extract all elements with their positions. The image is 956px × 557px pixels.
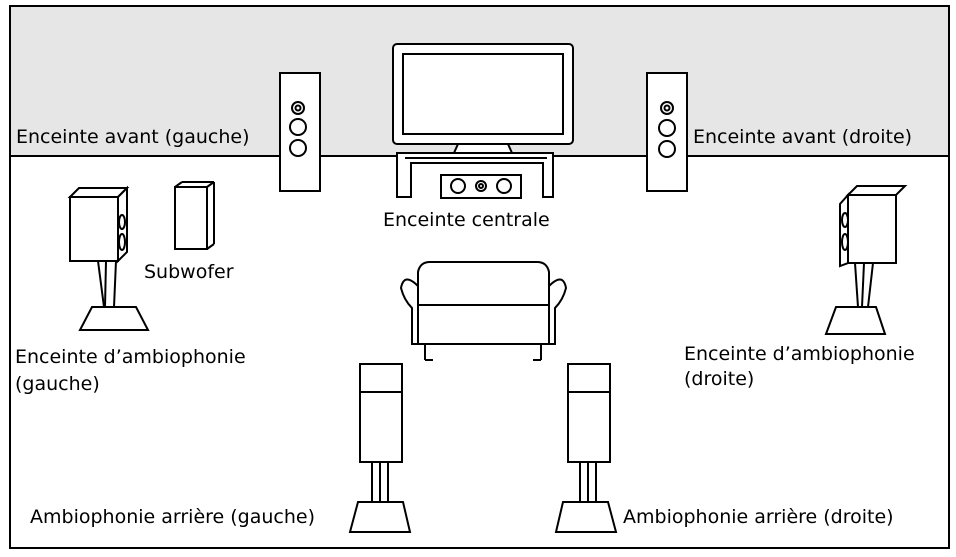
rear-right-speaker-icon: [554, 363, 618, 533]
label-surround-left-line1: Enceinte d’ambiophonie: [15, 346, 246, 368]
label-rear-left: Ambiophonie arrière (gauche): [30, 506, 315, 528]
subwoofer-icon: [174, 181, 215, 250]
sofa-icon: [399, 261, 568, 361]
label-center: Enceinte centrale: [383, 209, 550, 231]
label-subwoofer: Subwofer: [144, 261, 234, 283]
center-speaker-icon: [440, 174, 522, 199]
surround-left-speaker-icon: [67, 185, 150, 331]
label-rear-right: Ambiophonie arrière (droite): [623, 506, 894, 528]
label-surround-right-line1: Enceinte d’ambiophonie: [684, 343, 915, 365]
rear-left-speaker-icon: [348, 363, 412, 533]
front-right-speaker-icon: [646, 72, 688, 192]
surround-right-speaker-icon: [824, 185, 908, 335]
tv-stand-icon: [396, 152, 554, 198]
label-surround-left-line2: (gauche): [15, 373, 100, 395]
floor-area: [10, 156, 949, 548]
room-border: [9, 5, 950, 549]
label-front-right: Enceinte avant (droite): [693, 126, 912, 148]
label-front-left: Enceinte avant (gauche): [16, 126, 250, 148]
label-surround-right-line2: (droite): [684, 368, 754, 390]
tv-icon: [392, 43, 574, 154]
front-left-speaker-icon: [279, 72, 321, 192]
